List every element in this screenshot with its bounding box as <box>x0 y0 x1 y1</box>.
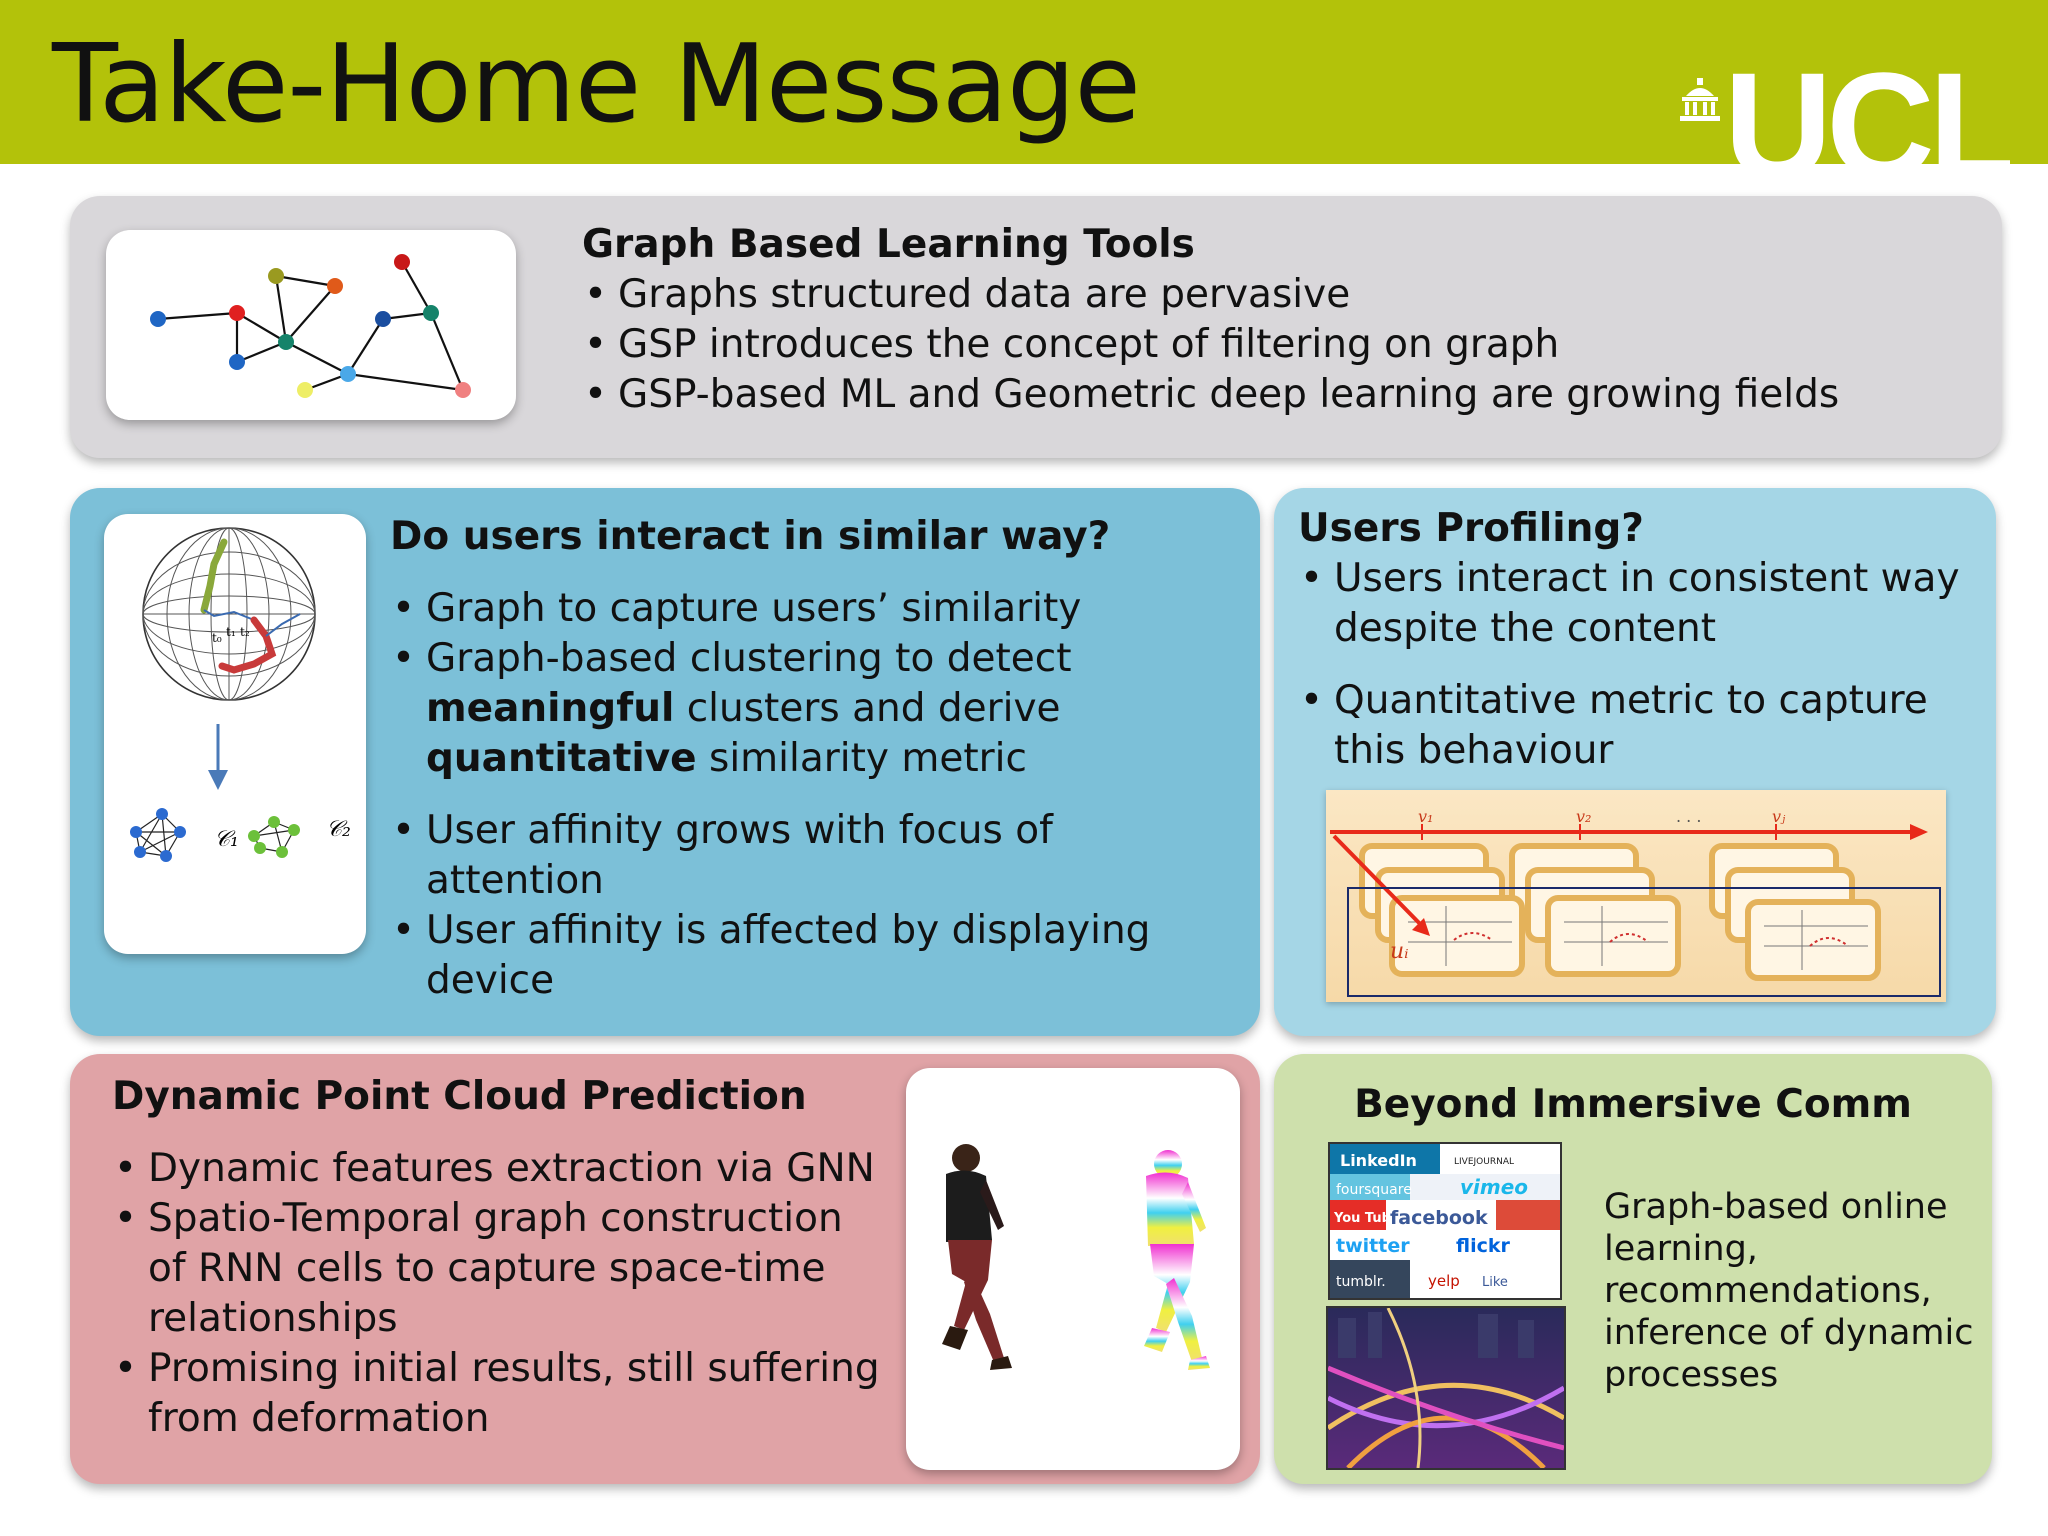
list-item: Users interact in consistent way despite… <box>1298 554 1978 654</box>
sphere-figure: t₀ t₁ t₂ 𝒞₁ 𝒞₂ <box>104 514 366 954</box>
list-item: Quantitative metric to capture this beha… <box>1298 676 1978 776</box>
v1-label: v₁ <box>1418 807 1433 826</box>
social-collage: LinkedIn foursquare You Tube facebook vi… <box>1328 1142 1562 1300</box>
list-item: Graph-based clustering to detect meaningf… <box>390 634 1240 784</box>
cluster-c1-label: 𝒞₁ <box>214 827 239 852</box>
bullet-text: clusters and derive <box>674 686 1061 731</box>
t0-label: t₀ <box>212 631 222 645</box>
profiling-list: Users interact in consistent way despite… <box>1298 554 1978 776</box>
person-left-icon <box>942 1144 1012 1370</box>
ellipsis-label: . . . <box>1676 807 1701 826</box>
list-item: Dynamic features extraction via GNN <box>112 1144 892 1194</box>
collage-like: Like <box>1482 1275 1508 1290</box>
collage-yelp: yelp <box>1428 1272 1460 1290</box>
users-interact-list-a: Graph to capture users’ similarity Graph… <box>390 584 1240 784</box>
profiling-title: Users Profiling? <box>1298 506 1644 551</box>
list-item: GSP-based ML and Geometric deep learning… <box>582 370 1839 420</box>
point-cloud-title: Dynamic Point Cloud Prediction <box>112 1074 807 1119</box>
collage-linkedin: LinkedIn <box>1340 1151 1417 1170</box>
users-interact-title: Do users interact in similar way? <box>390 514 1111 559</box>
bullet-text: similarity metric <box>696 736 1027 781</box>
collage-youtube: You Tube <box>1333 1211 1400 1226</box>
profiling-figure: v₁ v₂ . . . vⱼ uᵢ <box>1326 790 1946 1002</box>
person-right-icon <box>1144 1150 1210 1370</box>
point-cloud-list: Dynamic features extraction via GNN Spat… <box>112 1144 892 1444</box>
users-interact-text: Do users interact in similar way? Graph … <box>390 512 1240 1006</box>
ui-label: uᵢ <box>1390 939 1409 964</box>
point-cloud-figure <box>906 1068 1240 1470</box>
ucl-logo: UCL <box>1680 60 2010 164</box>
logo-text: UCL <box>1724 60 2010 164</box>
collage-flickr: flickr <box>1456 1235 1510 1257</box>
graph-illustration <box>106 230 516 420</box>
portico-icon <box>1680 78 1720 121</box>
t2-label: t₂ <box>240 625 250 639</box>
bold-quantitative: quantitative <box>426 736 697 781</box>
collage-foursquare: foursquare <box>1336 1182 1412 1198</box>
profiling-text: Users Profiling? Users interact in consi… <box>1298 504 1978 776</box>
collage-vimeo: vimeo <box>1460 1175 1528 1199</box>
page-title: Take-Home Message <box>52 22 1141 147</box>
list-item: Graphs structured data are pervasive <box>582 270 1839 320</box>
beyond-title: Beyond Immersive Comm <box>1354 1082 1912 1127</box>
list-item: User affinity is affected by displaying … <box>390 906 1186 1006</box>
graph-tools-list: Graphs structured data are pervasive GSP… <box>582 270 1839 420</box>
list-item: Graph to capture users’ similarity <box>390 584 1240 634</box>
point-cloud-text: Dynamic Point Cloud Prediction Dynamic f… <box>112 1072 892 1444</box>
list-item: GSP introduces the concept of filtering … <box>582 320 1839 370</box>
vj-label: vⱼ <box>1772 807 1786 826</box>
list-item: User affinity grows with focus of attent… <box>390 806 1240 906</box>
collage-twitter: twitter <box>1336 1235 1410 1257</box>
collage-tumblr: tumblr. <box>1336 1274 1386 1290</box>
bold-meaningful: meaningful <box>426 686 675 731</box>
list-item: Promising initial results, still sufferi… <box>112 1344 892 1444</box>
beyond-text: Graph-based online learning, recommendat… <box>1604 1187 1974 1395</box>
list-item: Spatio-Temporal graph construction of RN… <box>112 1194 892 1344</box>
cluster-c2-label: 𝒞₂ <box>326 817 351 842</box>
highway-photo <box>1326 1306 1566 1470</box>
t1-label: t₁ <box>226 625 236 639</box>
users-interact-list-b: User affinity grows with focus of attent… <box>390 806 1240 1006</box>
bullet-text: Graph-based clustering to detect <box>426 636 1072 681</box>
graph-tools-title: Graph Based Learning Tools <box>582 222 1195 267</box>
v2-label: v₂ <box>1576 807 1591 826</box>
collage-livejournal: LIVEJOURNAL <box>1454 1157 1514 1167</box>
header-bar: Take-Home Message UCL <box>0 0 2048 164</box>
collage-facebook: facebook <box>1390 1207 1488 1229</box>
graph-tools-text: Graph Based Learning Tools Graphs struct… <box>582 220 1839 420</box>
